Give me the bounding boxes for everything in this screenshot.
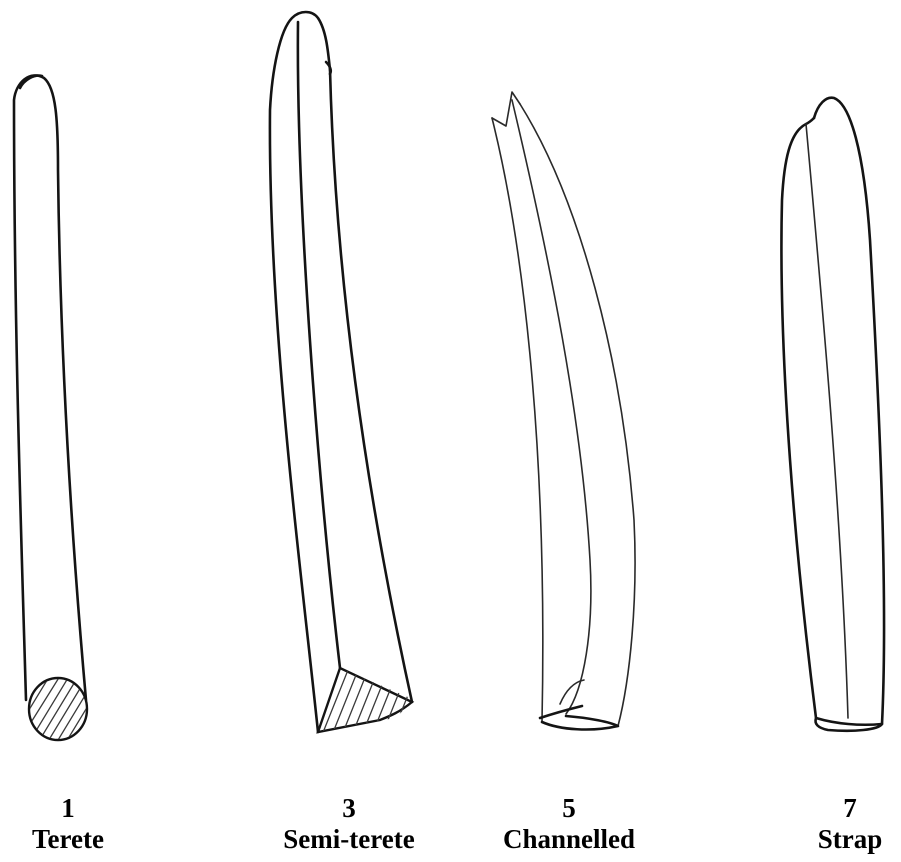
semi-terete-leaf-sketch — [270, 12, 422, 735]
leaf-form-number: 3 — [262, 793, 436, 824]
semi-terete-cross-section — [318, 668, 412, 732]
leaf-form-name: Semi-terete — [262, 824, 436, 855]
leaf-form-number: 5 — [490, 793, 648, 824]
leaf-form-label-semi-terete: 3 Semi-terete — [262, 793, 436, 855]
leaf-form-name: Strap — [808, 824, 892, 855]
terete-leaf-sketch — [12, 75, 108, 754]
leaf-form-label-terete: 1 Terete — [20, 793, 116, 855]
leaf-form-number: 1 — [20, 793, 116, 824]
leaf-form-label-channelled: 5 Channelled — [490, 793, 648, 855]
leaf-form-name: Terete — [20, 824, 116, 855]
leaf-form-number: 7 — [808, 793, 892, 824]
channelled-leaf-sketch — [492, 92, 635, 729]
leaf-form-name: Channelled — [490, 824, 648, 855]
leaf-form-label-strap: 7 Strap — [808, 793, 892, 855]
strap-leaf-sketch — [781, 98, 884, 731]
